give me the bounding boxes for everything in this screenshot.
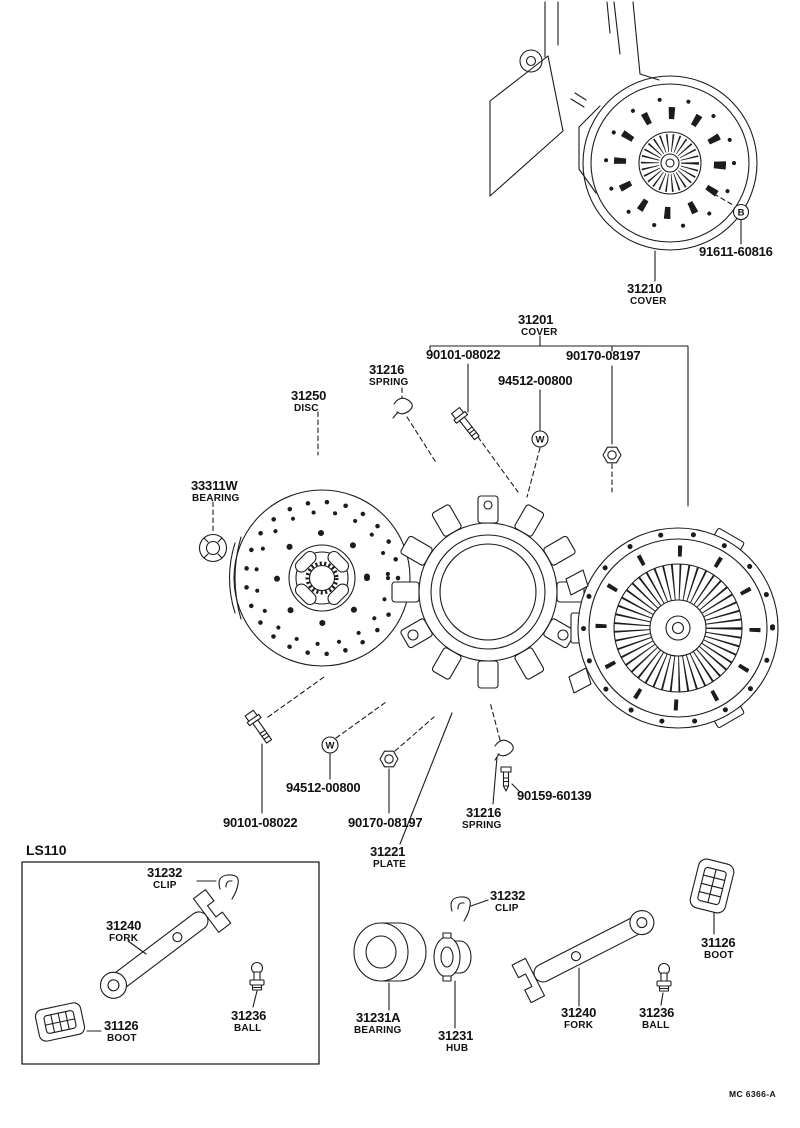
doc-code-label: MC 6366-A	[729, 1089, 777, 1099]
callout-lines-bottom	[261, 676, 520, 845]
release-fork-left-drawing	[99, 889, 232, 999]
callout-lines-top	[212, 335, 689, 533]
pilot-bearing-drawing	[198, 533, 228, 563]
washer-symbol: W	[326, 741, 335, 752]
spring-31216-bottom-drawing	[494, 739, 514, 761]
part-label-31201: 31201 COVER	[518, 312, 558, 338]
part-label-31236-right: 31236 BALL	[639, 1005, 675, 1031]
washer-94512-bottom-drawing: W	[321, 736, 339, 754]
part-label-31216-bottom: 31216 SPRING	[462, 805, 502, 831]
part-label-90101-08022-bottom: 90101-08022	[223, 815, 298, 830]
part-label-90101-08022-top: 90101-08022	[426, 347, 501, 362]
part-label-31250: 31250 DISC	[291, 388, 327, 414]
washer-symbol: W	[536, 435, 545, 446]
clip-31232-left-drawing	[218, 874, 239, 900]
part-label-31240-right: 31240 FORK	[561, 1005, 597, 1031]
part-label-31126-right: 31126 BOOT	[701, 935, 736, 961]
part-label-31221: 31221 PLATE	[370, 844, 407, 870]
boot-31126-right-drawing	[689, 858, 735, 914]
clutch-cover-assembly-drawing: B	[578, 75, 758, 282]
part-label-94512-00800-top: 94512-00800	[498, 373, 573, 388]
boot-31126-left-drawing	[34, 1002, 86, 1042]
part-label-31216-top: 31216 SPRING	[369, 362, 409, 388]
part-label-31210: 31210 COVER	[627, 281, 667, 307]
release-hub-drawing	[433, 932, 472, 982]
part-label-90170-08197-bottom: 90170-08197	[348, 815, 423, 830]
assembly-dashed-leaders-top	[406, 416, 613, 498]
part-label-31231: 31231 HUB	[438, 1028, 474, 1054]
part-label-94512-00800-bottom: 94512-00800	[286, 780, 361, 795]
clutch-cover-drawing	[565, 527, 779, 729]
part-label-31240-left: 31240 FORK	[106, 918, 142, 944]
ball-stud-right-drawing	[656, 962, 672, 992]
bolt-90101-top-drawing	[451, 406, 480, 441]
transmission-housing-drawing	[489, 1, 660, 197]
clutch-disc-drawing	[229, 489, 411, 667]
release-bearing-drawing	[353, 922, 427, 982]
screw-90159-drawing	[500, 766, 512, 792]
bolt-symbol: B	[738, 208, 745, 219]
part-label-33311w: 33311W BEARING	[191, 478, 240, 504]
release-fork-right-drawing	[511, 910, 655, 1004]
part-label-31232-right: 31232 CLIP	[490, 888, 526, 914]
part-label-31236-left: 31236 BALL	[231, 1008, 267, 1034]
nut-90170-top-drawing	[602, 446, 622, 464]
bolt-90101-bottom-drawing	[244, 709, 273, 744]
inset-box-ls110	[21, 861, 320, 1065]
part-label-91611-60816: 91611-60816	[699, 244, 773, 259]
callout-lines-inset	[86, 880, 258, 1032]
ball-stud-left-drawing	[249, 961, 265, 991]
nut-90170-bottom-drawing	[379, 750, 399, 768]
part-label-31231a: 31231A BEARING	[354, 1010, 402, 1036]
washer-94512-top-drawing: W	[531, 430, 549, 448]
callout-lines-right	[388, 899, 715, 1029]
part-label-31126-left: 31126 BOOT	[104, 1018, 139, 1044]
part-label-90170-08197-top: 90170-08197	[566, 348, 641, 363]
spring-31216-top-drawing	[392, 397, 413, 419]
part-label-90159-60139: 90159-60139	[517, 788, 592, 803]
clutch-plate-drawing	[391, 495, 585, 689]
clip-31232-right-drawing	[450, 896, 471, 922]
part-label-31232-left: 31232 CLIP	[147, 865, 183, 891]
inset-code-label: LS110	[26, 842, 67, 858]
